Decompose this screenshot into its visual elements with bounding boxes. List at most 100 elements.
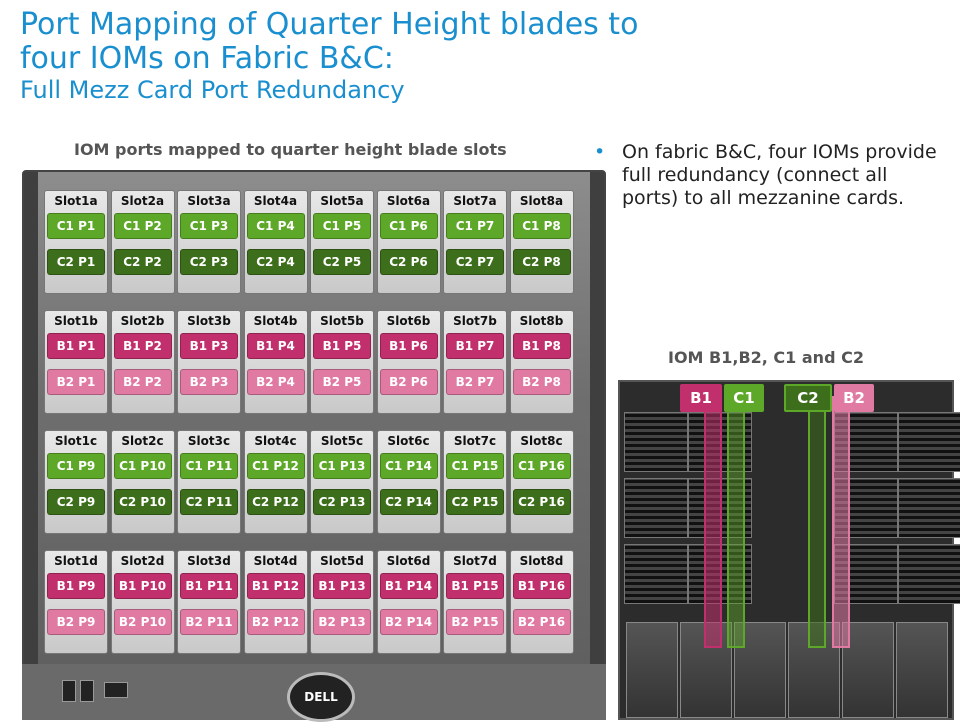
blade-slot: Slot1c C1 P9 C2 P9 [44,430,108,534]
title-subtitle: Full Mezz Card Port Redundancy [20,76,405,105]
blade-slot: Slot3a C1 P3 C2 P3 [177,190,241,294]
mezz-port-secondary: C2 P5 [313,249,371,275]
mezz-port-primary: C1 P14 [379,453,438,479]
slot-label: Slot1d [54,554,98,568]
mezz-port-primary: C1 P4 [246,213,305,239]
slot-label: Slot2d [120,554,165,568]
slot-label: Slot8d [519,554,564,568]
slot-label: Slot8c [520,434,563,448]
mezz-port-secondary: C2 P3 [180,249,238,275]
mezz-port-secondary: B2 P6 [379,369,438,395]
mezz-port-primary: B1 P1 [47,333,105,359]
mezz-port-secondary: B2 P16 [512,609,571,635]
mezz-port-secondary: C2 P11 [180,489,238,515]
mezz-port-secondary: B2 P8 [512,369,571,395]
slot-label: Slot6d [386,554,431,568]
blade-slot: Slot2d B1 P10 B2 P10 [110,550,175,654]
mezz-port-secondary: B2 P2 [113,369,172,395]
slot-label: Slot7a [453,194,497,208]
blade-slot: Slot4a C1 P4 C2 P4 [243,190,308,294]
blade-slot: Slot6a C1 P6 C2 P6 [376,190,441,294]
slot-label: Slot8a [519,194,564,208]
logo-text: DELL [304,690,338,704]
slot-label: Slot4a [253,194,298,208]
mezz-port-primary: B1 P10 [113,573,172,599]
mezz-port-primary: B1 P8 [512,333,571,359]
mezz-port-secondary: C2 P10 [113,489,172,515]
mezz-port-secondary: C2 P4 [246,249,305,275]
blade-slot: Slot6c C1 P14 C2 P14 [376,430,441,534]
slot-label: Slot7d [453,554,497,568]
mezz-port-primary: C1 P3 [180,213,238,239]
mezz-port-primary: B1 P2 [113,333,172,359]
slot-label: Slot6b [386,314,431,328]
slot-label: Slot3b [187,314,231,328]
usb-port-icon [80,680,94,702]
mezz-port-secondary: B2 P14 [379,609,438,635]
slot-label: Slot7b [453,314,497,328]
fan-module-icon [624,544,688,604]
mezz-port-secondary: B2 P12 [246,609,305,635]
mezz-port-primary: B1 P9 [47,573,105,599]
blade-slot: Slot8c C1 P16 C2 P16 [509,430,574,534]
mezz-port-primary: C1 P7 [446,213,504,239]
mezz-port-primary: B1 P16 [512,573,571,599]
slot-row: Slot1d B1 P9 B2 P9 Slot2d B1 P10 B2 P10 Slot3d… [44,550,574,670]
mezz-port-secondary: C2 P2 [113,249,172,275]
iom-module-c1 [727,396,745,648]
mezz-port-secondary: B2 P13 [313,609,371,635]
slot-label: Slot3a [187,194,231,208]
mezz-port-secondary: B2 P9 [47,609,105,635]
mezz-port-primary: C1 P6 [379,213,438,239]
slot-label: Slot2b [120,314,165,328]
mezz-port-primary: B1 P14 [379,573,438,599]
mezz-port-primary: B1 P6 [379,333,438,359]
dell-logo: DELL [287,672,355,722]
slot-label: Slot6c [387,434,430,448]
mezz-port-primary: C1 P13 [313,453,371,479]
mezz-port-secondary: B2 P10 [113,609,172,635]
slot-label: Slot6a [386,194,431,208]
slot-label: Slot1a [54,194,98,208]
power-supply-icon [842,622,894,718]
mezz-port-secondary: C2 P14 [379,489,438,515]
slot-label: Slot3d [187,554,231,568]
fan-module-icon [898,544,960,604]
blade-slot: Slot1d B1 P9 B2 P9 [44,550,108,654]
mezz-port-secondary: C2 P9 [47,489,105,515]
mezz-port-secondary: C2 P16 [512,489,571,515]
mezz-port-primary: C1 P8 [512,213,571,239]
mezz-port-primary: B1 P15 [446,573,504,599]
bullet-dot-icon: • [594,141,606,163]
blade-slot: Slot2b B1 P2 B2 P2 [110,310,175,414]
fan-module-icon [898,478,960,538]
blade-slot: Slot8d B1 P16 B2 P16 [509,550,574,654]
bullet-text: On fabric B&C, four IOMs provide full re… [622,141,937,209]
slide-title: Port Mapping of Quarter Height blades to… [20,8,638,104]
mezz-port-primary: B1 P7 [446,333,504,359]
slot-label: Slot5b [320,314,364,328]
mezz-port-primary: C1 P2 [113,213,172,239]
mezz-port-secondary: B2 P4 [246,369,305,395]
slot-label: Slot3c [187,434,231,448]
mezz-port-secondary: C2 P6 [379,249,438,275]
slot-label: Slot1c [54,434,98,448]
iom-tag-b2: B2 [834,384,874,412]
slot-label: Slot8b [519,314,564,328]
vga-port-icon [104,682,128,698]
chassis-rail-right [590,172,604,718]
mezz-port-primary: C1 P5 [313,213,371,239]
mezz-port-primary: C1 P16 [512,453,571,479]
mezz-port-primary: C1 P9 [47,453,105,479]
fan-module-icon [898,412,960,472]
mezz-port-secondary: C2 P8 [512,249,571,275]
